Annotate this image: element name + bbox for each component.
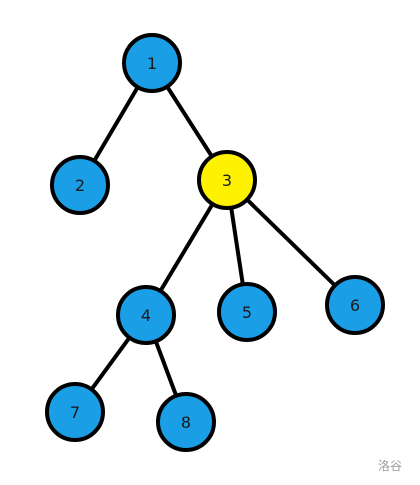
node-circle-3 <box>197 150 257 210</box>
node-label-8: 8 <box>181 413 191 432</box>
node-circle-1 <box>122 33 182 93</box>
node-circle-6 <box>325 275 385 335</box>
tree-nodes: 1 2 3 4 5 6 7 8 <box>45 33 385 452</box>
node-circle-2 <box>50 155 110 215</box>
node-7: 7 <box>45 382 105 442</box>
node-8: 8 <box>156 392 216 452</box>
tree-edges <box>73 61 357 423</box>
node-label-1: 1 <box>147 54 157 73</box>
node-2: 2 <box>50 155 110 215</box>
node-label-6: 6 <box>350 296 360 315</box>
node-1: 1 <box>122 33 182 93</box>
node-3: 3 <box>197 150 257 210</box>
node-label-3: 3 <box>222 171 232 190</box>
node-circle-8 <box>156 392 216 452</box>
node-label-4: 4 <box>141 306 151 325</box>
watermark-text: 洛谷 <box>378 459 403 473</box>
node-6: 6 <box>325 275 385 335</box>
node-4: 4 <box>116 285 176 345</box>
node-circle-4 <box>116 285 176 345</box>
node-circle-5 <box>217 282 277 342</box>
node-5: 5 <box>217 282 277 342</box>
node-label-5: 5 <box>242 303 252 322</box>
node-circle-7 <box>45 382 105 442</box>
node-label-2: 2 <box>75 176 85 195</box>
node-label-7: 7 <box>70 403 80 422</box>
